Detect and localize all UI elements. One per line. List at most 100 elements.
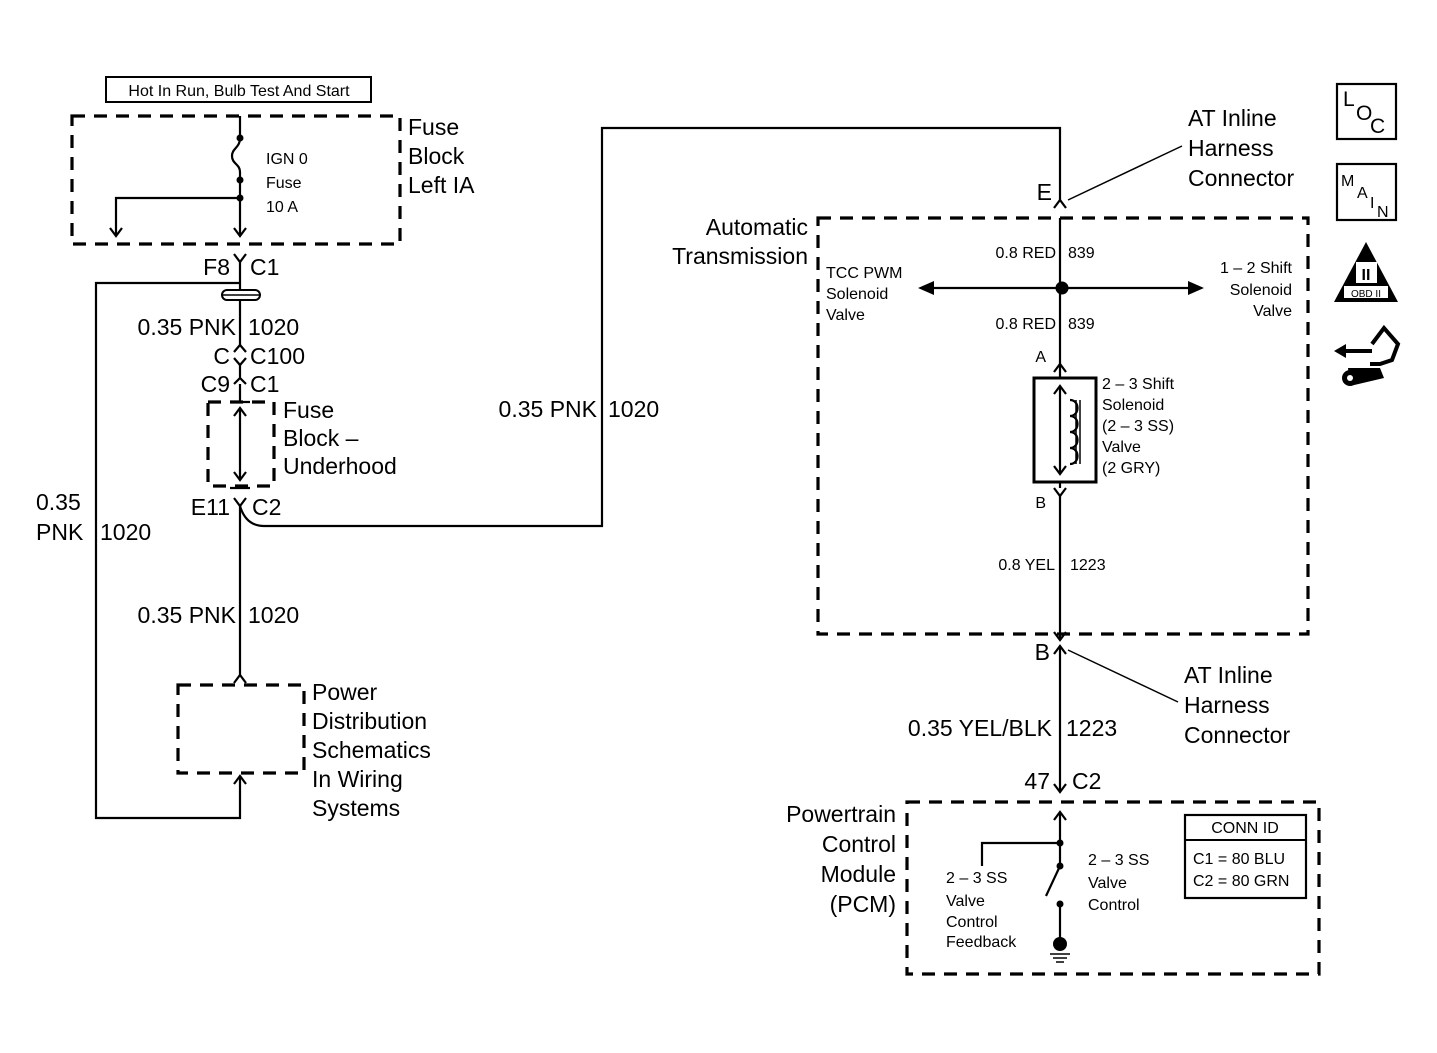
- svg-text:Solenoid: Solenoid: [1102, 397, 1164, 414]
- splice-839: 0.8 RED 839 0.8 RED 839: [918, 218, 1204, 364]
- svg-text:Control: Control: [822, 831, 896, 857]
- svg-text:Valve: Valve: [946, 893, 985, 910]
- svg-text:I: I: [1370, 195, 1374, 212]
- svg-text:B: B: [1035, 639, 1050, 665]
- svg-text:1223: 1223: [1066, 715, 1117, 741]
- svg-text:Automatic: Automatic: [706, 214, 808, 240]
- svg-text:C1 = 80 BLU: C1 = 80 BLU: [1193, 851, 1285, 868]
- ign-fuse: IGN 0 Fuse 10 A: [109, 116, 308, 238]
- svg-text:0.35 PNK: 0.35 PNK: [138, 602, 237, 628]
- wire-yel-1223: 0.8 YEL 1223: [998, 496, 1106, 640]
- svg-text:(PCM): (PCM): [830, 891, 896, 917]
- svg-text:839: 839: [1068, 245, 1095, 262]
- svg-text:(2 – 3 SS): (2 – 3 SS): [1102, 418, 1174, 435]
- svg-text:Underhood: Underhood: [283, 453, 397, 479]
- svg-text:B: B: [1035, 495, 1046, 512]
- svg-text:C1: C1: [250, 371, 279, 397]
- svg-text:E: E: [1037, 179, 1052, 205]
- svg-text:0.8 RED: 0.8 RED: [996, 316, 1056, 333]
- svg-text:Solenoid: Solenoid: [826, 286, 888, 303]
- svg-text:Hot In Run, Bulb Test And Star: Hot In Run, Bulb Test And Start: [128, 83, 350, 100]
- svg-text:AT Inline: AT Inline: [1188, 105, 1277, 131]
- svg-text:A: A: [1035, 349, 1046, 366]
- svg-text:N: N: [1377, 204, 1389, 221]
- svg-text:OBD II: OBD II: [1351, 289, 1381, 300]
- svg-text:C: C: [1370, 115, 1385, 138]
- svg-text:C: C: [213, 343, 230, 369]
- svg-text:1020: 1020: [100, 519, 151, 545]
- connector-e11-c2: E11 C2: [191, 126, 1062, 675]
- power-source-label: Hot In Run, Bulb Test And Start: [105, 76, 372, 103]
- svg-text:Harness: Harness: [1188, 135, 1274, 161]
- conn-id-table: CONN ID C1 = 80 BLU C2 = 80 GRN: [1183, 813, 1308, 900]
- svg-text:O: O: [1356, 102, 1372, 125]
- svg-text:2 – 3 SS: 2 – 3 SS: [1088, 852, 1149, 869]
- svg-text:(2 GRY): (2 GRY): [1102, 460, 1160, 477]
- svg-text:0.8 YEL: 0.8 YEL: [998, 557, 1055, 574]
- svg-text:C9: C9: [201, 371, 230, 397]
- svg-text:A: A: [1357, 185, 1368, 202]
- svg-text:0.35 PNK: 0.35 PNK: [138, 314, 237, 340]
- power-distribution-box: Power Distribution Schematics In Wiring …: [176, 673, 431, 821]
- solenoid-2-3: A B 2 – 3 Shift Solenoid (2 – 3 SS) Valv…: [1032, 349, 1175, 512]
- svg-text:2 – 3 Shift: 2 – 3 Shift: [1102, 376, 1175, 393]
- svg-text:Valve: Valve: [826, 307, 865, 324]
- pcm-switch-circuit: 2 – 3 SS Valve Control Feedback 2 – 3 SS…: [946, 810, 1149, 963]
- svg-text:0.35: 0.35: [36, 489, 81, 515]
- wire-label-left-return: 0.35 PNK 1020: [36, 489, 151, 545]
- wire-label-lower: 0.35 PNK 1020: [138, 602, 300, 628]
- svg-text:TCC PWM: TCC PWM: [826, 265, 902, 282]
- svg-text:Module: Module: [821, 861, 896, 887]
- main-icon[interactable]: M A I N: [1335, 162, 1398, 222]
- svg-text:1020: 1020: [248, 602, 299, 628]
- svg-text:Fuse: Fuse: [283, 397, 334, 423]
- svg-text:Power: Power: [312, 679, 378, 705]
- svg-text:PNK: PNK: [36, 519, 84, 545]
- svg-text:C2: C2: [252, 494, 281, 520]
- svg-text:10 A: 10 A: [266, 199, 298, 216]
- pcm-box: Powertrain Control Module (PCM): [786, 800, 1321, 976]
- svg-text:Valve: Valve: [1088, 875, 1127, 892]
- svg-text:1 – 2 Shift: 1 – 2 Shift: [1220, 260, 1293, 277]
- svg-text:Fuse: Fuse: [266, 175, 302, 192]
- svg-text:Solenoid: Solenoid: [1230, 282, 1292, 299]
- at-inline-connector-top: E AT Inline Harness Connector: [1037, 105, 1294, 209]
- obd-ii-icon[interactable]: II OBD II: [1334, 242, 1398, 302]
- fuse-block-left-ia: Fuse Block Left IA: [70, 114, 475, 246]
- svg-text:Valve: Valve: [1253, 303, 1292, 320]
- svg-text:Block –: Block –: [283, 425, 359, 451]
- svg-text:Connector: Connector: [1188, 165, 1294, 191]
- svg-text:Harness: Harness: [1184, 692, 1270, 718]
- svg-text:0.35 PNK: 0.35 PNK: [499, 396, 598, 422]
- connector-f8-c1: F8 C1: [94, 253, 279, 820]
- svg-text:AT Inline: AT Inline: [1184, 662, 1273, 688]
- wire-yel-blk-1223: 0.35 YEL/BLK 1223 47 C2: [908, 646, 1117, 794]
- svg-text:Powertrain: Powertrain: [786, 801, 896, 827]
- wire-label-middle: 0.35 PNK 1020: [499, 396, 660, 422]
- svg-text:Valve: Valve: [1102, 439, 1141, 456]
- fuse-block-underhood: Fuse Block – Underhood: [206, 397, 397, 490]
- hand-wrench-icon[interactable]: [1334, 324, 1401, 386]
- svg-text:1020: 1020: [608, 396, 659, 422]
- svg-text:Left IA: Left IA: [408, 172, 475, 198]
- svg-text:0.8 RED: 0.8 RED: [996, 245, 1056, 262]
- svg-text:F8: F8: [203, 254, 230, 280]
- svg-text:C1: C1: [250, 254, 279, 280]
- svg-text:Control: Control: [1088, 897, 1140, 914]
- svg-text:1020: 1020: [248, 314, 299, 340]
- svg-text:1223: 1223: [1070, 557, 1106, 574]
- svg-text:CONN ID: CONN ID: [1211, 820, 1279, 837]
- svg-text:Distribution: Distribution: [312, 708, 427, 734]
- shift-12-label: 1 – 2 Shift Solenoid Valve: [1220, 260, 1293, 320]
- svg-text:IGN 0: IGN 0: [266, 151, 308, 168]
- at-inline-connector-bottom: B AT Inline Harness Connector: [1035, 631, 1290, 748]
- svg-text:0.35 YEL/BLK: 0.35 YEL/BLK: [908, 715, 1053, 741]
- loc-icon[interactable]: L O C: [1335, 82, 1398, 141]
- svg-text:Transmission: Transmission: [672, 243, 808, 269]
- svg-text:Connector: Connector: [1184, 722, 1290, 748]
- svg-text:II: II: [1362, 267, 1371, 284]
- svg-text:Fuse: Fuse: [408, 114, 459, 140]
- svg-text:C2 = 80 GRN: C2 = 80 GRN: [1193, 873, 1289, 890]
- svg-text:C2: C2: [1072, 768, 1101, 794]
- svg-text:Control: Control: [946, 914, 998, 931]
